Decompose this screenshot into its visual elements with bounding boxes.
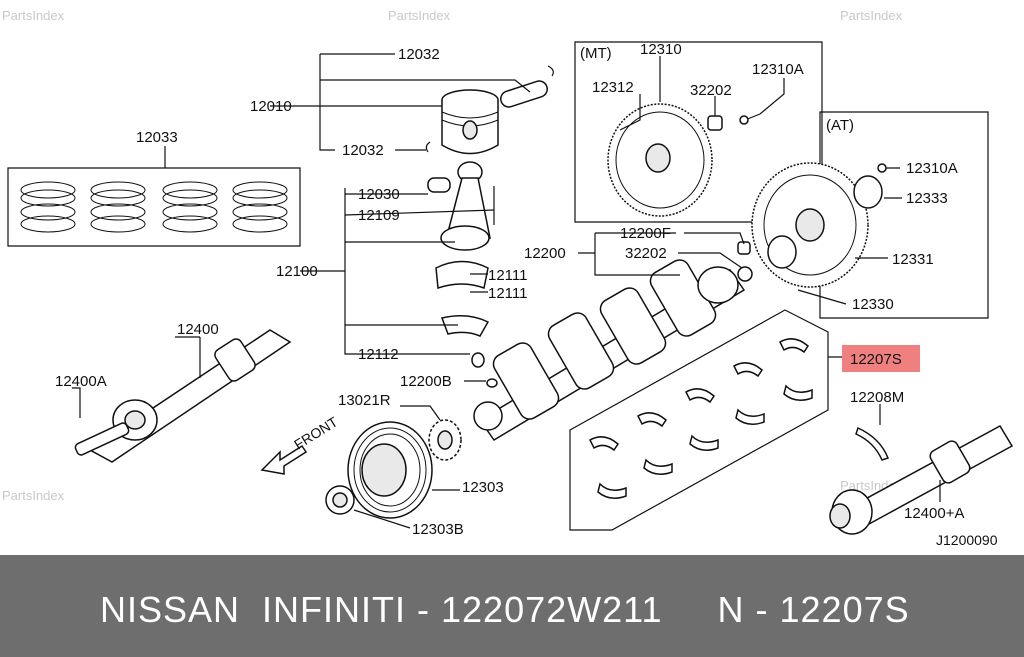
watermark: PartsIndex xyxy=(2,488,65,503)
at-drive-plate-group xyxy=(751,111,989,319)
label-12032-top: 12032 xyxy=(398,46,440,63)
piston xyxy=(425,65,554,155)
label-12310A-at: 12310A xyxy=(906,160,958,177)
diagram-code: J1200090 xyxy=(936,532,998,548)
watermark: PartsIndex xyxy=(840,8,903,23)
watermark: PartsIndex xyxy=(388,8,451,23)
label-mt: (MT) xyxy=(580,45,612,62)
label-12330: 12330 xyxy=(852,296,894,313)
label-32202-flywheel: 32202 xyxy=(690,82,732,99)
drive-shaft-right xyxy=(829,424,1014,535)
label-12333: 12333 xyxy=(906,190,948,207)
label-12112: 12112 xyxy=(358,346,399,363)
label-12200F: 12200F xyxy=(620,225,671,242)
crank-pulley xyxy=(325,419,462,519)
label-32202-crank: 32202 xyxy=(625,245,667,262)
label-12310A-mt: 12310A xyxy=(752,61,804,78)
connecting-rod xyxy=(427,161,495,368)
part-number-banner: NISSAN INFINITI - 122072W211 N - 12207S xyxy=(0,555,1024,657)
front-label: FRONT xyxy=(291,413,341,452)
label-12200B: 12200B xyxy=(400,373,452,390)
label-12200: 12200 xyxy=(524,245,566,262)
crankshaft xyxy=(473,241,753,442)
label-at: (AT) xyxy=(826,117,854,134)
label-12400-plus-A: 12400+A xyxy=(904,505,964,522)
highlight-box xyxy=(842,345,920,372)
drive-shaft-left xyxy=(74,329,292,463)
label-12400: 12400 xyxy=(177,321,219,338)
label-12400A: 12400A xyxy=(55,373,107,390)
label-12100: 12100 xyxy=(276,263,318,280)
label-12111-lower: 12111 xyxy=(488,285,528,302)
label-13021R: 13021R xyxy=(338,392,391,409)
label-12312: 12312 xyxy=(592,79,634,96)
front-arrow: FRONT xyxy=(260,413,341,475)
label-12111-upper: 12111 xyxy=(488,267,528,284)
label-12303B: 12303B xyxy=(412,521,464,538)
label-12030: 12030 xyxy=(358,186,400,203)
banner-text: NISSAN INFINITI - 122072W211 N - 12207S xyxy=(100,589,910,630)
label-12033: 12033 xyxy=(136,129,178,146)
label-12032-bottom: 12032 xyxy=(342,142,384,159)
label-12303: 12303 xyxy=(462,479,504,496)
thrust-washer xyxy=(855,404,889,461)
piston-rings-set xyxy=(7,146,301,247)
label-12310: 12310 xyxy=(640,41,682,58)
main-bearing-set xyxy=(569,309,846,531)
label-12010: 12010 xyxy=(250,98,292,115)
label-12207S: 12207S xyxy=(850,351,902,368)
label-12208M: 12208M xyxy=(850,389,904,406)
parts-diagram: PartsIndex PartsIndex PartsIndex PartsIn… xyxy=(2,8,1014,548)
label-12331: 12331 xyxy=(892,251,934,268)
watermark: PartsIndex xyxy=(2,8,65,23)
label-12109: 12109 xyxy=(358,207,400,224)
